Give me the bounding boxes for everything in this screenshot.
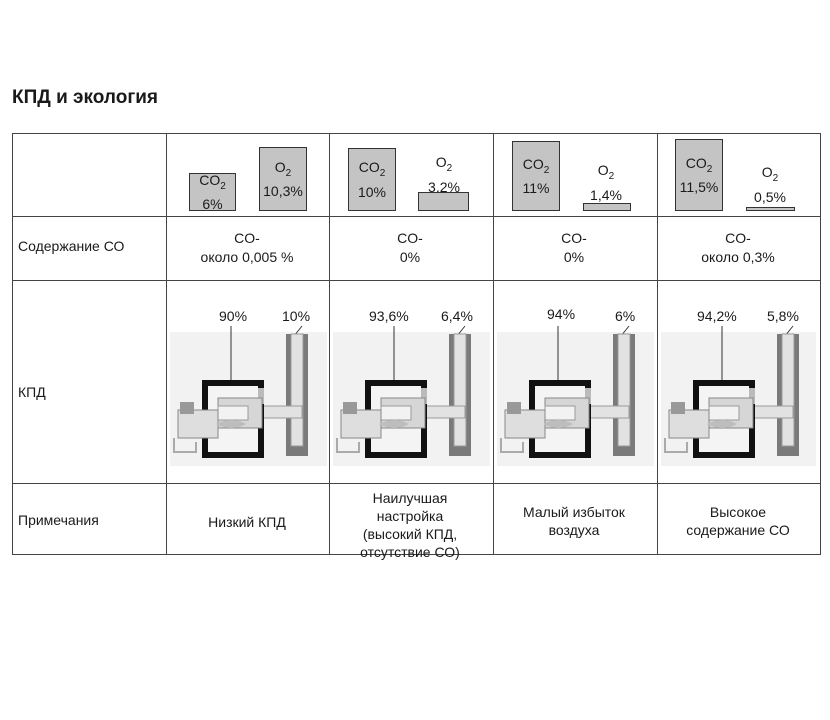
table-col-divider (166, 133, 167, 555)
co2-formula: CO (522, 155, 544, 172)
note-line: воздуха (548, 522, 600, 538)
co2-bar: CO2 11% (512, 141, 560, 211)
column-3: CO2 11% O2 1,4% CO- 0% 94% 6% Малый избы… (493, 133, 657, 555)
note-line: содержание СО (686, 522, 790, 538)
table-border-right (820, 133, 821, 555)
co-line-2: около 0,3% (701, 249, 775, 265)
o2-value: 0,5% (754, 188, 786, 205)
co-content: CO- около 0,005 % (166, 229, 328, 267)
efficiency-useful: 94,2% (697, 308, 737, 324)
note-text: Малый избыток воздуха (493, 503, 655, 539)
efficiency-loss: 6% (615, 308, 636, 324)
table-col-divider (493, 133, 494, 555)
co2-bar: CO2 11,5% (675, 139, 723, 211)
co-line-1: CO- (561, 230, 587, 246)
table-border-left (12, 133, 13, 555)
co-content: CO- около 0,3% (657, 229, 819, 267)
row-label-efficiency: КПД (18, 384, 46, 400)
boiler-diagram (497, 325, 654, 466)
efficiency-loss: 10% (282, 308, 311, 324)
co-content: CO- 0% (329, 229, 491, 267)
table-row-divider (12, 483, 821, 484)
co-line-1: CO- (234, 230, 260, 246)
note-line: настройка (376, 508, 444, 524)
o2-value: 3,2% (428, 178, 460, 195)
boiler-diagram (661, 325, 816, 466)
co2-subscript: 2 (706, 163, 713, 175)
table-row-divider (12, 216, 821, 217)
co2-subscript: 2 (543, 164, 550, 176)
co2-value: 11% (522, 180, 550, 197)
page-title: КПД и экология (12, 87, 159, 108)
note-line: (высокий КПД, (362, 526, 458, 542)
column-4: CO2 11,5% O2 0,5% CO- около 0,3% 94,2% 5… (657, 133, 820, 555)
table-border-bottom (12, 554, 821, 555)
table-border-top (12, 133, 821, 134)
co2-subscript: 2 (220, 180, 226, 192)
o2-subscript: 2 (608, 170, 615, 182)
column-2: CO2 10% O2 3,2% CO- 0% 93,6% 6,4% Наилуч… (329, 133, 493, 560)
note-text: Наилучшая настройка (высокий КПД, отсутс… (329, 489, 491, 561)
o2-value: 1,4% (590, 186, 622, 203)
co-line-2: около 0,005 % (200, 249, 294, 265)
co-content: CO- 0% (493, 229, 655, 267)
note-line: отсутствие СО) (360, 544, 460, 560)
co-line-2: 0% (563, 249, 585, 265)
co2-value: 6% (202, 196, 223, 213)
row-label-notes: Примечания (18, 512, 99, 528)
efficiency-useful: 93,6% (369, 308, 409, 324)
co2-subscript: 2 (379, 167, 386, 179)
co2-formula: CO (199, 171, 221, 188)
co-line-1: CO- (725, 230, 751, 246)
co-line-1: CO- (397, 230, 423, 246)
o2-formula: O (274, 158, 286, 175)
co2-bar: CO2 6% (189, 171, 236, 213)
o2-bar (583, 203, 631, 211)
note-line: Наилучшая (372, 490, 448, 506)
row-label-co: Содержание СО (18, 238, 125, 254)
efficiency-useful: 90% (219, 308, 248, 324)
efficiency-useful: 94% (547, 306, 576, 322)
co-line-2: 0% (399, 249, 421, 265)
o2-formula: O (761, 164, 773, 180)
efficiency-loss: 5,8% (767, 308, 799, 324)
o2-formula: O (597, 162, 609, 178)
table-row-divider (12, 280, 821, 281)
note-text: Высокое содержание СО (657, 503, 819, 539)
o2-subscript: 2 (446, 162, 453, 174)
o2-bar: O2 10,3% (259, 147, 307, 211)
o2-bar (418, 192, 469, 211)
note-line: Малый избыток (523, 504, 625, 520)
o2-formula: O (435, 154, 447, 170)
o2-subscript: 2 (285, 167, 292, 179)
note-line: Низкий КПД (208, 514, 286, 530)
o2-bar (746, 207, 795, 211)
co2-formula: CO (685, 154, 707, 171)
co2-value: 10% (357, 183, 387, 200)
co2-formula: CO (358, 159, 380, 176)
table-col-divider (329, 133, 330, 555)
co2-value: 11,5% (679, 179, 719, 196)
efficiency-loss: 6,4% (441, 308, 473, 324)
note-line: Высокое (709, 504, 767, 520)
note-text: Низкий КПД (166, 513, 328, 531)
boiler-diagram (170, 325, 327, 466)
o2-label: O2 1,4% (581, 161, 631, 204)
o2-value: 10,3% (263, 183, 303, 200)
o2-subscript: 2 (772, 172, 779, 184)
column-1: CO2 6% O2 10,3% CO- около 0,005 % 90% 10… (166, 133, 329, 555)
boiler-diagram (333, 325, 490, 466)
co2-bar: CO2 10% (348, 148, 396, 211)
o2-label: O2 0,5% (745, 163, 795, 206)
table-col-divider (657, 133, 658, 555)
o2-label: O2 3,2% (419, 153, 469, 196)
